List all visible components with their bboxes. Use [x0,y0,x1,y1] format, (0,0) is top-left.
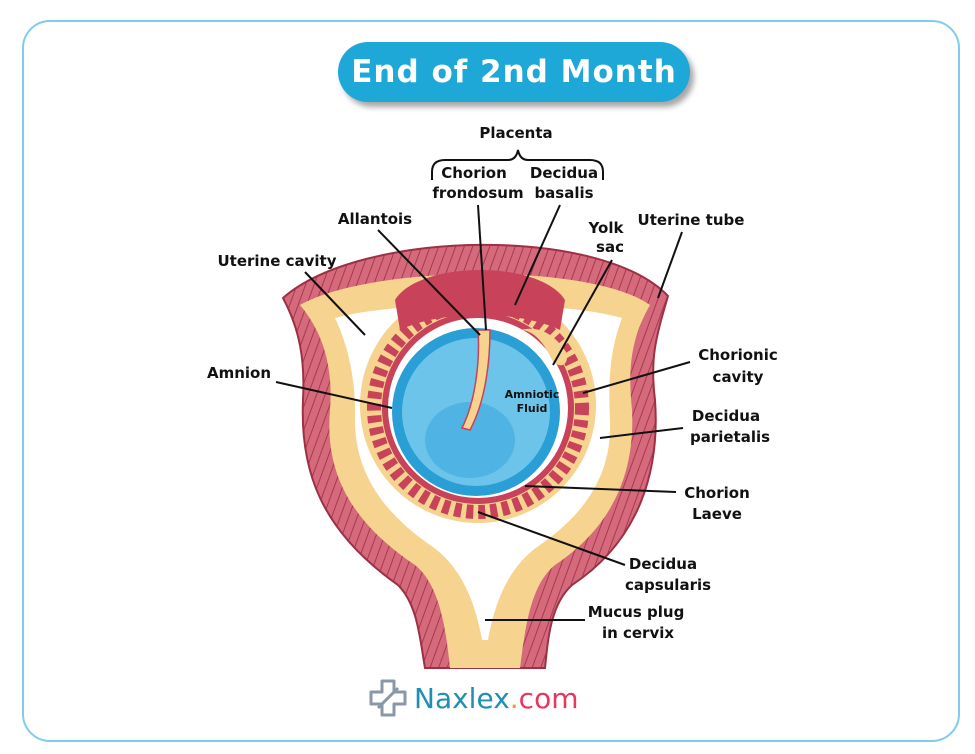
line-decidua-capsularis [477,511,626,566]
label-chorion-laeve-2: Laeve [692,505,742,523]
label-yolk-sac-2: sac [596,238,624,256]
label-placenta: Placenta [479,124,552,142]
line-chorion-frondosum [477,204,487,331]
umbilical-stalk [460,329,491,431]
label-yolk-sac-1: Yolk [588,219,625,237]
logo-tld: com [518,681,579,715]
label-chorion-frondosum-2: frondosum [432,184,523,202]
label-decidua-basalis-1: Decidua [530,164,598,182]
label-chorion-frondosum-1: Chorion [441,164,507,182]
logo-dot: . [509,681,519,715]
label-decidua-capsularis-1: Decidua [629,555,697,573]
label-mucus-plug-2: in cervix [602,624,674,642]
label-decidua-parietalis-1: Decidua [692,407,760,425]
label-decidua-basalis-2: basalis [534,184,593,202]
label-uterine-cavity: Uterine cavity [217,252,336,270]
line-decidua-parietalis [599,427,684,439]
label-decidua-capsularis-2: capsularis [625,576,711,594]
label-chorion-laeve-1: Chorion [684,484,750,502]
line-chorionic-cavity [582,361,691,394]
label-amnion: Amnion [207,364,271,382]
line-allantois [377,229,481,336]
title: End of 2nd Month [351,54,677,90]
line-chorion-laeve [524,485,677,493]
placenta-bracket [431,149,604,180]
line-uterine-tube [657,231,683,299]
diagram-frame [22,20,960,742]
label-amniotic-fluid-1: Amniotic [505,388,560,401]
line-uterine-cavity [304,271,366,336]
label-chorionic-cavity-1: Chorionic [698,346,778,364]
label-chorionic-cavity-2: cavity [713,368,764,386]
naxlex-logo: Naxlex.com [368,678,578,718]
line-decidua-basalis [514,204,561,306]
label-mucus-plug-1: Mucus plug [588,603,685,621]
embryo [425,402,515,478]
yolk-sac [520,328,567,366]
logo-cross-icon [369,679,407,717]
label-uterine-tube: Uterine tube [638,211,745,229]
label-amniotic-fluid-2: Fluid [517,402,548,415]
chorion-villi [367,297,589,519]
label-decidua-parietalis-2: parietalis [690,428,770,446]
line-yolk-sac [552,259,613,366]
line-amnion [275,381,393,409]
logo-name: Naxlex [414,681,510,715]
title-banner: End of 2nd Month [338,42,690,102]
label-allantois: Allantois [338,210,412,228]
